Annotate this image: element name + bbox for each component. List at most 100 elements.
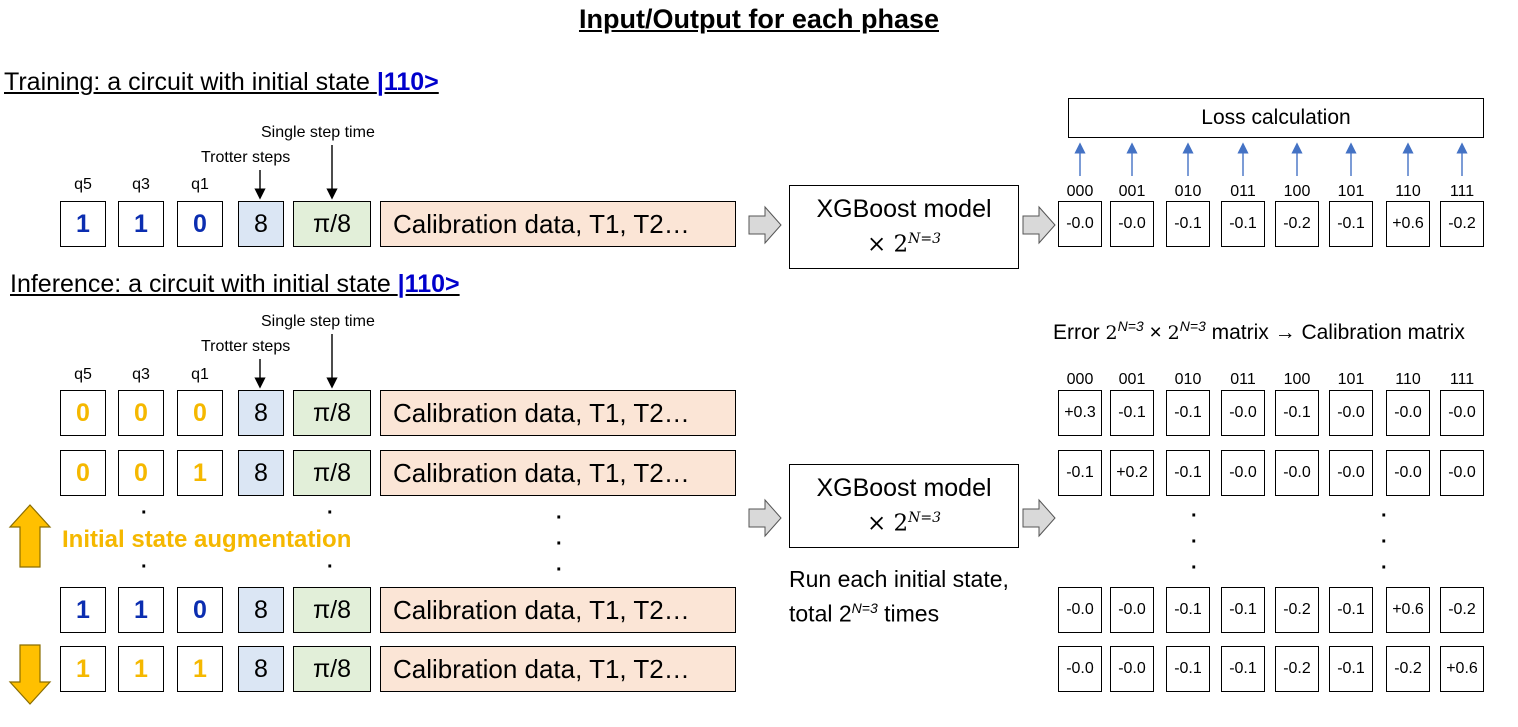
inference-step-time: π/8 [293, 450, 371, 496]
matrix-cell: -0.0 [1275, 450, 1319, 496]
matrix-cell: -0.1 [1166, 646, 1210, 692]
training-basis-100: 100 [1283, 183, 1311, 200]
matrix-cell: -0.0 [1329, 390, 1373, 436]
training-basis-111: 111 [1449, 183, 1475, 200]
matrix-cell: -0.1 [1058, 450, 1102, 496]
matrix-cell: -0.2 [1386, 646, 1430, 692]
single-step-time-label: Single step time [261, 313, 375, 330]
ellipsis-dot: · [1381, 531, 1388, 553]
run-line-1: Run each initial state, [789, 566, 1009, 592]
ellipsis-dot: · [556, 507, 563, 529]
orange-up-arrow-icon [8, 504, 52, 568]
inference-heading: Inference: a circuit with initial state … [10, 270, 460, 299]
qubit-label-q1: q1 [191, 366, 209, 383]
inference-initial-state: |110> [397, 270, 460, 298]
ellipsis-dot: · [1191, 531, 1198, 553]
matrix-cell: -0.0 [1386, 450, 1430, 496]
training-output-cell: -0.0 [1110, 201, 1154, 247]
training-xgboost-model: XGBoost model × 2N=3 [789, 185, 1019, 269]
matrix-cell: -0.0 [1329, 450, 1373, 496]
matrix-cell: -0.0 [1440, 450, 1484, 496]
training-step-time: π/8 [293, 201, 371, 247]
training-output-cell: -0.1 [1221, 201, 1265, 247]
matrix-cell: +0.6 [1440, 646, 1484, 692]
training-output-cell: -0.2 [1440, 201, 1484, 247]
inference-step-time: π/8 [293, 646, 371, 692]
model-name: XGBoost model [816, 195, 992, 224]
inference-bit: 0 [177, 390, 223, 436]
matrix-cell: -0.1 [1275, 390, 1319, 436]
ellipsis-dot: · [1191, 557, 1198, 579]
ellipsis-dot: · [327, 556, 334, 578]
training-output-cell: -0.1 [1329, 201, 1373, 247]
ellipsis-dot: · [556, 559, 563, 581]
matrix-cell: -0.1 [1110, 390, 1154, 436]
inference-xgboost-model: XGBoost model × 2N=3 [789, 464, 1019, 548]
inference-calibration-data: Calibration data, T1, T2… [380, 450, 736, 496]
matrix-cell: -0.0 [1110, 646, 1154, 692]
matrix-cell: -0.0 [1058, 587, 1102, 633]
matrix-cell: -0.0 [1058, 646, 1102, 692]
training-basis-110: 110 [1395, 183, 1421, 200]
inference-basis-101: 101 [1337, 371, 1365, 388]
inference-trotter-steps: 8 [238, 450, 284, 496]
initial-state-augmentation-label: Initial state augmentation [62, 526, 352, 553]
training-basis-011: 011 [1230, 183, 1256, 200]
matrix-cell: +0.3 [1058, 390, 1102, 436]
trotter-steps-label: Trotter steps [201, 338, 291, 355]
training-heading-text: Training: a circuit with initial state [4, 68, 377, 96]
qubit-label-q5: q5 [74, 176, 92, 193]
inference-calibration-data: Calibration data, T1, T2… [380, 646, 736, 692]
training-bit-q3: 1 [118, 201, 164, 247]
inference-bit: 0 [60, 450, 106, 496]
matrix-cell: -0.0 [1221, 450, 1265, 496]
loss-calculation-box: Loss calculation [1068, 98, 1484, 138]
gray-block-arrow-right-icon [748, 498, 782, 538]
matrix-cell: -0.0 [1221, 390, 1265, 436]
inference-basis-011: 011 [1230, 371, 1256, 388]
inference-calibration-data: Calibration data, T1, T2… [380, 587, 736, 633]
inference-basis-001: 001 [1118, 371, 1146, 388]
inference-bit: 1 [177, 450, 223, 496]
model-multiplier: × 2N=3 [866, 510, 942, 537]
matrix-cell: -0.2 [1440, 587, 1484, 633]
matrix-cell: -0.1 [1221, 646, 1265, 692]
inference-bit: 1 [177, 646, 223, 692]
training-calibration-data: Calibration data, T1, T2… [380, 201, 736, 247]
training-bit-q1: 0 [177, 201, 223, 247]
single-step-time-label: Single step time [261, 124, 375, 141]
inference-basis-100: 100 [1283, 371, 1311, 388]
qubit-label-q3: q3 [132, 176, 150, 193]
matrix-cell: -0.2 [1275, 646, 1319, 692]
inference-bit: 1 [60, 646, 106, 692]
inference-basis-111: 111 [1449, 371, 1475, 388]
inference-bit: 0 [118, 390, 164, 436]
inference-basis-010: 010 [1174, 371, 1202, 388]
matrix-cell: -0.0 [1110, 587, 1154, 633]
qubit-label-q3: q3 [132, 366, 150, 383]
inference-trotter-steps: 8 [238, 646, 284, 692]
ellipsis-dot: · [327, 502, 334, 524]
matrix-cell: +0.6 [1386, 587, 1430, 633]
training-output-cell: -0.0 [1058, 201, 1102, 247]
matrix-cell: -0.1 [1166, 390, 1210, 436]
matrix-cell: -0.1 [1221, 587, 1265, 633]
inference-trotter-steps: 8 [238, 587, 284, 633]
inference-step-time: π/8 [293, 587, 371, 633]
inference-bit: 0 [60, 390, 106, 436]
run-each-state-text: Run each initial state, total 2N=3 times [789, 565, 1009, 629]
page-title: Input/Output for each phase [578, 4, 939, 34]
inference-calibration-data: Calibration data, T1, T2… [380, 390, 736, 436]
training-output-cell: -0.1 [1166, 201, 1210, 247]
matrix-cell: -0.1 [1166, 450, 1210, 496]
matrix-cell: -0.1 [1329, 646, 1373, 692]
inference-bit: 0 [177, 587, 223, 633]
training-basis-010: 010 [1174, 183, 1202, 200]
gray-block-arrow-right-icon [1022, 498, 1056, 538]
qubit-label-q5: q5 [74, 366, 92, 383]
matrix-cell: -0.1 [1329, 587, 1373, 633]
model-name: XGBoost model [816, 474, 992, 503]
orange-down-arrow-icon [8, 644, 52, 705]
training-basis-001: 001 [1118, 183, 1146, 200]
